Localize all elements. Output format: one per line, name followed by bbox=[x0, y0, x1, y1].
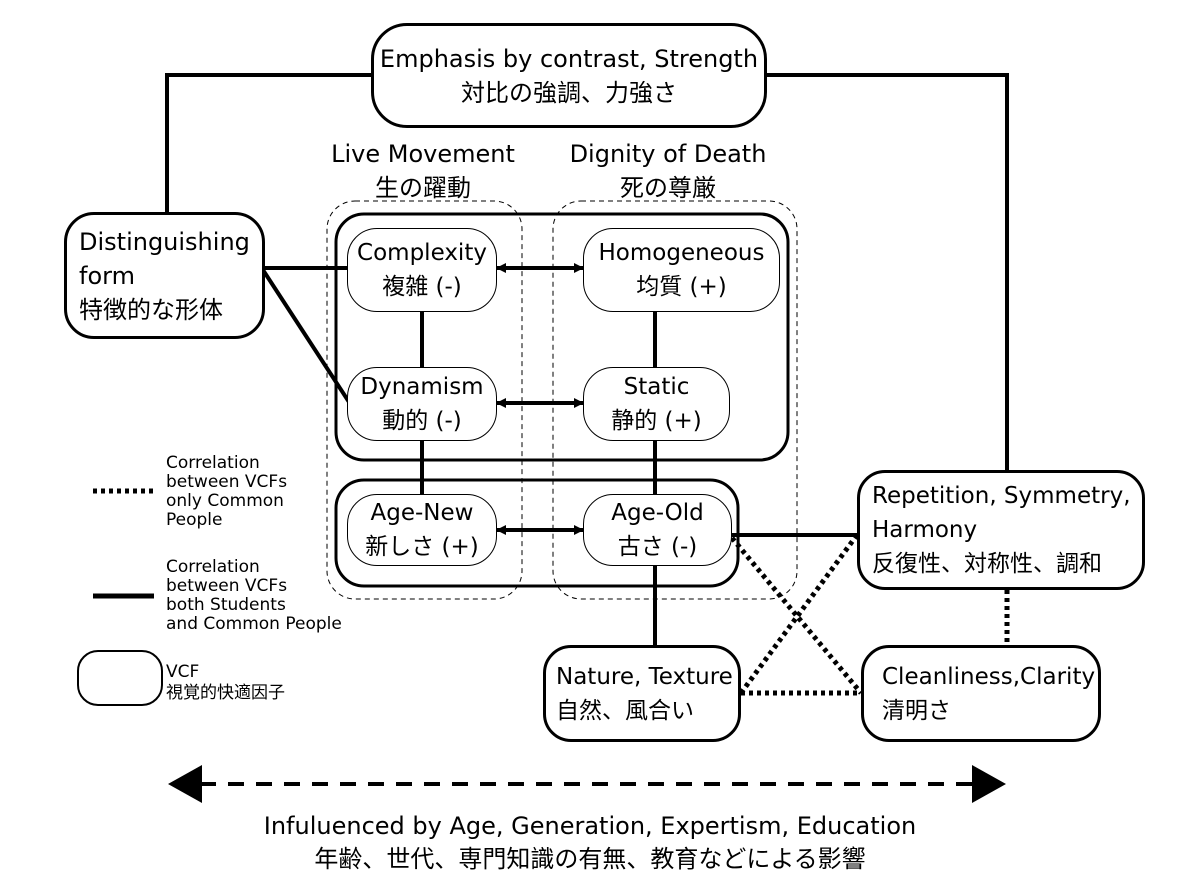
legend-dotted-line-1: Correlation bbox=[166, 453, 260, 473]
influence-ja: 年齢、世代、専門知識の有無、教育などによる影響 bbox=[314, 845, 866, 873]
upper-group-frame bbox=[334, 212, 790, 462]
dynamism-en: Dynamism bbox=[360, 374, 484, 400]
legend-solid-line-1: Correlation bbox=[166, 557, 260, 577]
nature-en: Nature, Texture bbox=[556, 663, 733, 690]
age-old-ja: 古さ (-) bbox=[617, 534, 698, 560]
distinguishing-ja: 特徴的な形体 bbox=[79, 295, 223, 324]
legend-solid-line-4: and Common People bbox=[166, 614, 342, 634]
emphasis-box: Emphasis by contrast, Strength 対比の強調、力強さ bbox=[371, 23, 767, 128]
static-ja: 静的 (+) bbox=[611, 408, 702, 434]
live-movement-en: Live Movement bbox=[331, 140, 515, 168]
distinguishing-form-box: Distinguishing form 特徴的な形体 bbox=[64, 212, 265, 339]
dignity-of-death-label: Dignity of Death 死の尊厳 bbox=[563, 137, 773, 205]
influence-en: Infuluenced by Age, Generation, Expertis… bbox=[263, 812, 917, 840]
legend-vcf-text: VCF 視覚的快適因子 bbox=[166, 662, 285, 704]
static-box: Static 静的 (+) bbox=[583, 367, 730, 441]
dynamism-box: Dynamism 動的 (-) bbox=[347, 367, 497, 441]
nature-ja: 自然、風合い bbox=[556, 697, 694, 724]
legend-vcf-ja: 視覚的快適因子 bbox=[166, 683, 285, 703]
repetition-line1: Repetition, Symmetry, bbox=[872, 483, 1131, 509]
influence-label: Infuluenced by Age, Generation, Expertis… bbox=[150, 810, 1030, 876]
age-old-en: Age-Old bbox=[611, 500, 704, 526]
influence-arrow-right-head bbox=[972, 765, 1006, 803]
complexity-ja: 複雑 (-) bbox=[382, 274, 462, 300]
nature-repetition-dotted bbox=[738, 533, 860, 695]
age-new-box: Age-New 新しさ (+) bbox=[347, 494, 497, 566]
dignity-of-death-ja: 死の尊厳 bbox=[620, 174, 716, 202]
legend-solid-text: Correlation between VCFs both Students a… bbox=[166, 558, 342, 634]
repetition-ja: 反復性、対称性、調和 bbox=[872, 551, 1102, 577]
homogeneous-ja: 均質 (+) bbox=[636, 274, 727, 300]
emphasis-en: Emphasis by contrast, Strength bbox=[379, 44, 759, 73]
ageold-cleanliness-dotted bbox=[730, 536, 863, 695]
live-movement-label: Live Movement 生の躍動 bbox=[318, 137, 528, 205]
legend-dotted-line-2: between VCFs bbox=[166, 472, 288, 492]
complexity-box: Complexity 複雑 (-) bbox=[347, 228, 497, 312]
dignity-of-death-en: Dignity of Death bbox=[569, 140, 767, 168]
homogeneous-box: Homogeneous 均質 (+) bbox=[583, 228, 780, 312]
legend-solid-line-2: between VCFs bbox=[166, 576, 288, 596]
cleanliness-box: Cleanliness,Clarity 清明さ bbox=[861, 645, 1101, 742]
age-new-ja: 新しさ (+) bbox=[365, 534, 479, 560]
legend-dotted-line-4: People bbox=[166, 510, 223, 530]
legend-solid-line-3: both Students bbox=[166, 595, 286, 615]
cleanliness-en: Cleanliness,Clarity bbox=[882, 663, 1096, 690]
legend-dotted-line-3: only Common bbox=[166, 491, 284, 511]
repetition-line2: Harmony bbox=[872, 517, 978, 543]
repetition-box: Repetition, Symmetry, Harmony 反復性、対称性、調和 bbox=[857, 470, 1145, 590]
distinguishing-line2: form bbox=[79, 261, 135, 290]
emphasis-ja: 対比の強調、力強さ bbox=[461, 78, 677, 107]
legend-vcf-swatch bbox=[77, 650, 163, 706]
distinguishing-dynamism-link bbox=[261, 268, 351, 404]
complexity-en: Complexity bbox=[357, 240, 487, 266]
static-en: Static bbox=[623, 374, 690, 400]
legend-dotted-text: Correlation between VCFs only Common Peo… bbox=[166, 454, 287, 530]
cleanliness-ja: 清明さ bbox=[882, 697, 951, 724]
nature-box: Nature, Texture 自然、風合い bbox=[543, 645, 741, 742]
influence-arrow-left-head bbox=[168, 765, 202, 803]
age-new-en: Age-New bbox=[370, 500, 474, 526]
legend-vcf-en: VCF bbox=[166, 662, 200, 682]
dynamism-ja: 動的 (-) bbox=[382, 408, 462, 434]
distinguishing-line1: Distinguishing bbox=[79, 227, 250, 256]
homogeneous-en: Homogeneous bbox=[598, 240, 765, 266]
live-movement-ja: 生の躍動 bbox=[375, 174, 471, 202]
emphasis-connector bbox=[165, 73, 373, 213]
emphasis-connector-right bbox=[767, 73, 1009, 470]
age-old-box: Age-Old 古さ (-) bbox=[583, 494, 732, 566]
